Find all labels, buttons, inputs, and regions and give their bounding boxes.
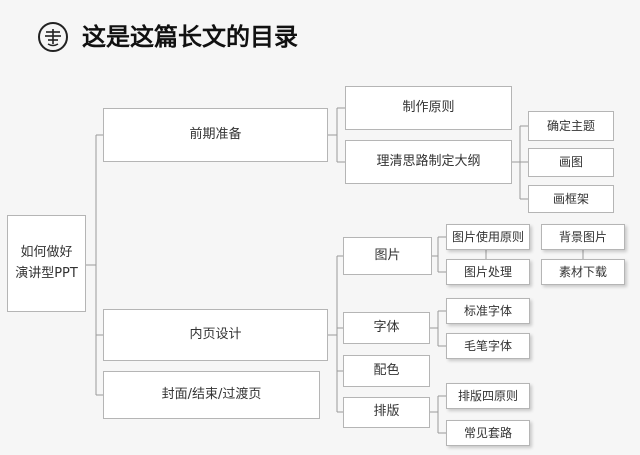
logo-icon <box>38 22 68 52</box>
root-label-line2: 演讲型PPT <box>15 265 78 281</box>
node-huatu: 画图 <box>528 148 614 177</box>
node-qianqi-zhunbei: 前期准备 <box>103 108 328 162</box>
node-sucai-xiazai: 素材下载 <box>541 259 625 285</box>
node-beijing-tupian: 背景图片 <box>541 224 625 250</box>
node-zhizuo-yuanze: 制作原则 <box>345 86 512 130</box>
node-neiye-sheji: 内页设计 <box>103 309 328 361</box>
node-queding-zhuti: 确定主题 <box>528 111 614 141</box>
node-changjian-taolu: 常见套路 <box>446 420 530 446</box>
page-title: 这是这篇长文的目录 <box>82 22 298 51</box>
node-tupian-chuli: 图片处理 <box>446 259 530 285</box>
node-ziti: 字体 <box>343 312 430 344</box>
node-biaozhun-ziti: 标准字体 <box>446 298 530 324</box>
node-peise: 配色 <box>343 355 430 387</box>
node-tupian: 图片 <box>343 237 432 275</box>
node-huakuangjia: 画框架 <box>528 185 614 213</box>
root-node: 如何做好 演讲型PPT <box>7 215 86 312</box>
node-paiban-si-yuanze: 排版四原则 <box>446 383 530 409</box>
node-maobi-ziti: 毛笔字体 <box>446 333 530 359</box>
node-paiban: 排版 <box>343 397 430 428</box>
node-tupian-shiyong-yuanze: 图片使用原则 <box>446 224 530 250</box>
node-fengmian: 封面/结束/过渡页 <box>103 371 320 419</box>
root-label-line1: 如何做好 <box>20 245 73 261</box>
node-liqing-silu: 理清思路制定大纲 <box>345 140 512 184</box>
